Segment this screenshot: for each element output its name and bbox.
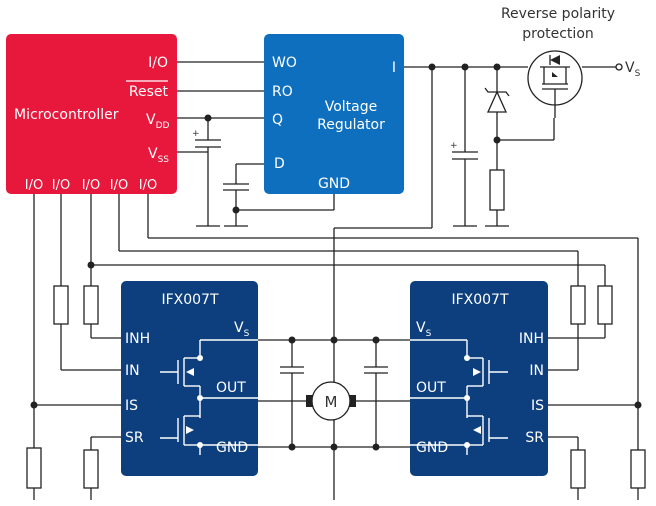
protection-label-line2: protection bbox=[522, 26, 594, 42]
resistor-is-left bbox=[26, 447, 42, 489]
svg-text:+: + bbox=[192, 129, 200, 139]
reg-title-line2: Regulator bbox=[317, 117, 385, 133]
driver-left-pin-is: IS bbox=[125, 398, 138, 414]
mcu-bottom-io-2: I/O bbox=[52, 178, 70, 193]
driver-left-pin-inh: INH bbox=[125, 331, 150, 347]
driver-right-pin-in: IN bbox=[529, 363, 544, 379]
regulator-block: WO RO Q D GND I Voltage Regulator bbox=[264, 34, 404, 194]
reg-pin-gnd: GND bbox=[318, 176, 350, 192]
reg-pin-d: D bbox=[274, 156, 285, 172]
protection-mosfet bbox=[527, 50, 583, 118]
driver-right-pin-gnd: GND bbox=[416, 440, 448, 456]
protection-label-line1: Reverse polarity bbox=[501, 6, 615, 22]
resistors bbox=[26, 169, 646, 489]
supply-label: VS bbox=[625, 60, 641, 79]
svg-text:+: + bbox=[450, 141, 458, 151]
mcu-pin-reset: Reset bbox=[129, 84, 169, 100]
reg-pin-wo: WO bbox=[272, 55, 297, 71]
driver-right-title: IFX007T bbox=[451, 292, 508, 308]
driver-left-pin-sr: SR bbox=[125, 430, 144, 446]
driver-right-pin-sr: SR bbox=[525, 430, 544, 446]
driver-left-pin-out: OUT bbox=[216, 380, 246, 396]
reg-pin-i: I bbox=[392, 60, 396, 76]
driver-left-pin-gnd: GND bbox=[216, 440, 248, 456]
motor: M bbox=[306, 381, 356, 421]
resistor-inh-left bbox=[83, 285, 99, 325]
zener-diode bbox=[484, 87, 510, 113]
resistor-sr-right bbox=[570, 449, 586, 489]
mcu-bottom-io-1: I/O bbox=[25, 178, 43, 193]
resistor-sr-left bbox=[83, 449, 99, 489]
driver-right-block: IFX007T VS INH IN IS SR OUT GND bbox=[410, 281, 548, 476]
reg-pin-q: Q bbox=[272, 112, 283, 128]
mcu-bottom-io-4: I/O bbox=[110, 178, 128, 193]
mcu-title: Microcontroller bbox=[14, 107, 119, 123]
junction-dots bbox=[30, 63, 642, 451]
resistor-in-right bbox=[570, 285, 586, 325]
driver-left-block: IFX007T VS INH IN IS SR OUT GND bbox=[121, 281, 258, 476]
microcontroller-block: Microcontroller I/O Reset VDD VSS I/O I/… bbox=[6, 34, 177, 194]
resistor-in-left bbox=[53, 285, 69, 325]
resistor-protection bbox=[489, 169, 505, 211]
mcu-pin-vdd: VDD bbox=[146, 112, 170, 131]
driver-right-pin-out: OUT bbox=[416, 380, 446, 396]
mcu-bottom-io-3: I/O bbox=[82, 178, 100, 193]
reg-title-line1: Voltage bbox=[325, 99, 378, 115]
driver-left-pin-in: IN bbox=[125, 363, 140, 379]
motor-label: M bbox=[325, 393, 338, 411]
driver-right-pin-is: IS bbox=[531, 398, 544, 414]
mcu-pin-io: I/O bbox=[148, 55, 168, 71]
reg-pin-ro: RO bbox=[272, 84, 293, 100]
resistor-inh-right bbox=[597, 285, 613, 325]
mcu-bottom-io-5: I/O bbox=[139, 178, 157, 193]
supply-terminal bbox=[615, 63, 623, 71]
mcu-pin-vss: VSS bbox=[148, 146, 169, 165]
driver-right-vs: VS bbox=[416, 320, 432, 339]
driver-right-pin-inh: INH bbox=[519, 331, 544, 347]
driver-left-title: IFX007T bbox=[161, 292, 218, 308]
driver-left-vs: VS bbox=[234, 320, 250, 339]
resistor-is-right bbox=[630, 449, 646, 489]
